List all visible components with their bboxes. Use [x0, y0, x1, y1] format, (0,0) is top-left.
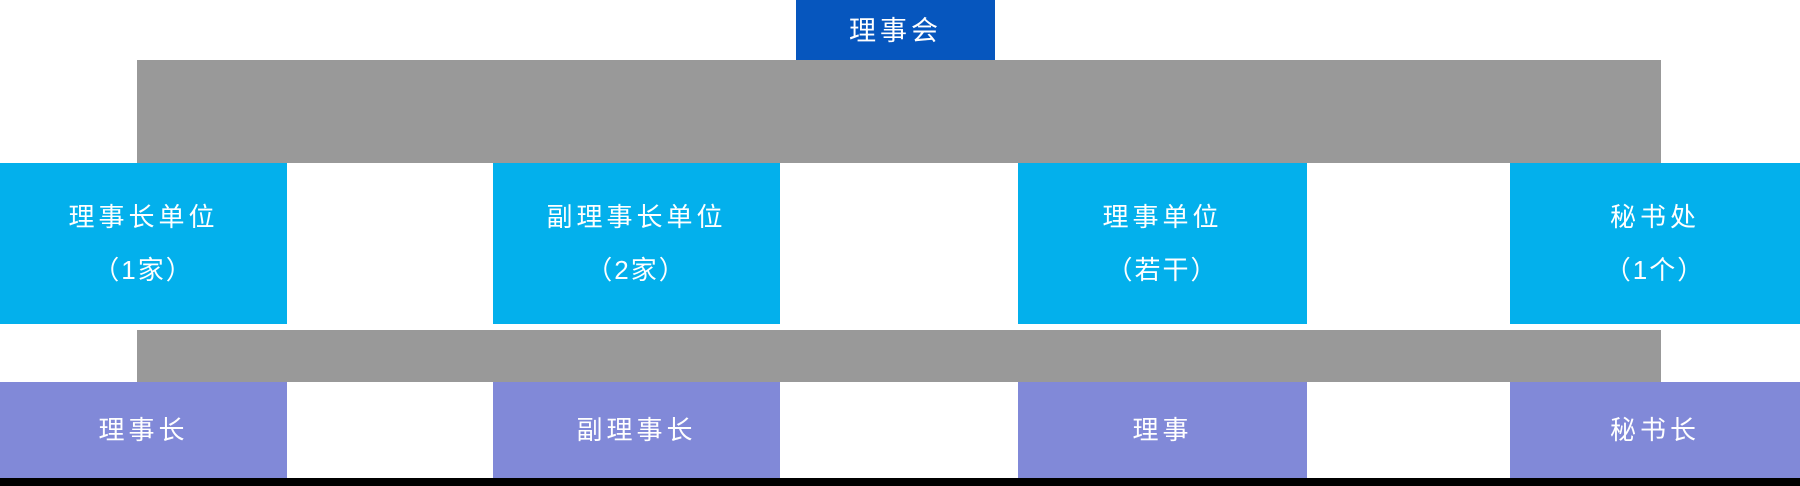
role-node-label: 副理事长 [576, 415, 697, 445]
board-node[interactable]: 理事会 [796, 0, 995, 63]
role-node-label: 秘书长 [1609, 415, 1700, 445]
unit-node-label: 理事单位 [1102, 201, 1223, 232]
unit-node-count: （若干） [1106, 254, 1219, 285]
unit-node-count: （2家） [586, 254, 687, 285]
unit-node-vice-chair-unit[interactable]: 副理事长单位 （2家） [493, 163, 780, 324]
unit-node-chair-unit[interactable]: 理事长单位 （1家） [0, 163, 287, 324]
unit-node-secretariat[interactable]: 秘书处 （1个） [1510, 163, 1800, 324]
role-node-label: 理事长 [98, 415, 189, 445]
unit-node-count: （1个） [1604, 254, 1706, 285]
unit-node-label: 理事长单位 [68, 201, 219, 232]
bottom-edge-strip [0, 478, 1800, 486]
unit-node-label: 秘书处 [1609, 201, 1700, 232]
role-node-chair[interactable]: 理事长 [0, 382, 287, 478]
role-row: 理事长 副理事长 理事 秘书长 [0, 382, 1800, 478]
role-node-secretary-general[interactable]: 秘书长 [1510, 382, 1800, 478]
role-node-label: 理事 [1132, 415, 1193, 445]
connector-bar-board-to-units [137, 60, 1661, 163]
unit-row: 理事长单位 （1家） 副理事长单位 （2家） 理事单位 （若干） 秘书处 （1个… [0, 163, 1800, 324]
board-node-label: 理事会 [849, 16, 942, 46]
connector-bar-units-to-roles [137, 330, 1661, 382]
role-node-director[interactable]: 理事 [1018, 382, 1307, 478]
unit-node-count: （1家） [93, 254, 194, 285]
role-node-vice-chair[interactable]: 副理事长 [493, 382, 780, 478]
unit-node-label: 副理事长单位 [546, 201, 727, 232]
unit-node-director-unit[interactable]: 理事单位 （若干） [1018, 163, 1307, 324]
